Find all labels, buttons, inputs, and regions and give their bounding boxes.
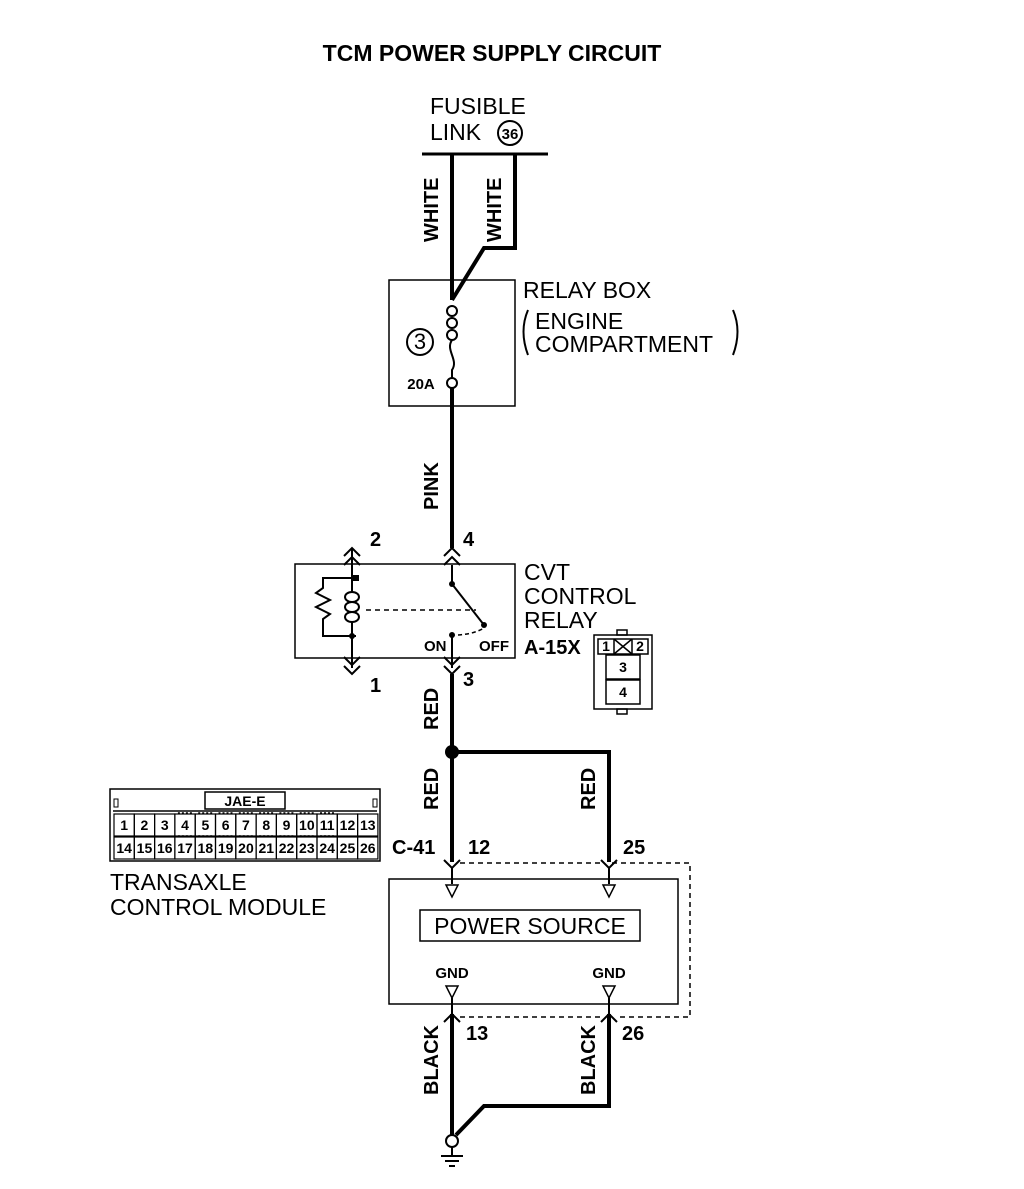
- cvt-relay-label-line2: CONTROL: [524, 583, 637, 609]
- tcm-connector-cell-3: 3: [161, 817, 169, 833]
- tcm-connector-cell-box: [357, 813, 379, 837]
- pin-arrow-3: [443, 656, 461, 667]
- wire-label-pink: PINK: [421, 462, 443, 510]
- relay-connector-cell-2: 2: [636, 638, 644, 654]
- tcm-dashed-connector: [612, 862, 691, 1018]
- diagram-title: TCM POWER SUPPLY CIRCUIT: [323, 40, 662, 66]
- tcm-connector-cell-24: 24: [319, 840, 335, 856]
- relay-box-label-line1: RELAY BOX: [523, 277, 651, 303]
- tcm-connector-cell-15: 15: [137, 840, 153, 856]
- tcm-connector-cell-9: 9: [283, 817, 291, 833]
- relay-box-label-line3: COMPARTMENT: [535, 331, 713, 357]
- cvt-relay-outline: [294, 563, 516, 659]
- wire-label-black-left: BLACK: [421, 1024, 443, 1095]
- wire-label-white-right: WHITE: [484, 178, 506, 242]
- cvt-relay-label-line3: RELAY: [524, 607, 598, 633]
- pin-arrow-1: [343, 656, 361, 667]
- pin-label-25: 25: [623, 837, 645, 859]
- paren-left: [522, 309, 529, 356]
- tcm-connector-cell-21: 21: [258, 840, 274, 856]
- tcm-gnd-marker-left: [444, 985, 460, 1000]
- tcm-connector-cell-16: 16: [157, 840, 173, 856]
- tcm-connector-cell-7: 7: [242, 817, 250, 833]
- wire-label-white-left: WHITE: [421, 178, 443, 242]
- relay-box-label-line2: ENGINE: [535, 308, 623, 334]
- red-wire-right: [452, 750, 611, 862]
- pin-label-2: 2: [370, 529, 381, 551]
- cvt-relay-connector-id: A-15X: [524, 637, 581, 659]
- paren-right: [732, 309, 739, 356]
- pin-label-3: 3: [463, 669, 474, 691]
- relay-resistor: [313, 577, 356, 637]
- pin-arrow-4: [443, 546, 461, 557]
- white-wire-right: [450, 154, 517, 302]
- tcm-connector-cell-17: 17: [177, 840, 193, 856]
- pin-label-4: 4: [463, 529, 475, 551]
- tcm-connector-cell-1: 1: [120, 817, 128, 833]
- tcm-connector-cell-19: 19: [218, 840, 234, 856]
- tcm-connector-cell-13: 13: [360, 817, 376, 833]
- switch-off-label: OFF: [479, 638, 509, 655]
- gnd-label-right: GND: [592, 965, 626, 982]
- fusible-link-number-circle: [497, 120, 523, 146]
- fuse-element: [449, 339, 455, 378]
- fuse-terminal-bottom: [446, 377, 458, 389]
- black-wire-right: [454, 1014, 611, 1137]
- power-source-box: [419, 909, 641, 942]
- tcm-connector-cell-14: 14: [116, 840, 132, 856]
- fusible-link-label-line1: FUSIBLE: [430, 93, 526, 119]
- switch-on-label: ON: [424, 638, 447, 655]
- fusible-link-number: 36: [502, 126, 519, 143]
- tcm-connector-cell-box: [357, 836, 379, 860]
- tcm-connector-cell-8: 8: [262, 817, 270, 833]
- tcm-connector-cell-20: 20: [238, 840, 254, 856]
- fuse-rating: 20A: [407, 376, 435, 393]
- tcm-connector-type: JAE-E: [224, 793, 265, 809]
- wire-label-red-left: RED: [421, 768, 443, 810]
- tcm-connector-cell-25: 25: [340, 840, 356, 856]
- relay-connector-cell-4: 4: [619, 684, 627, 700]
- wire-label-red-right: RED: [578, 768, 600, 810]
- pin-label-26: 26: [622, 1023, 644, 1045]
- tcm-outline: [388, 878, 679, 1005]
- tcm-label-line2: CONTROL MODULE: [110, 894, 326, 920]
- tcm-label-line1: TRANSAXLE: [110, 869, 247, 895]
- tcm-connector-cell-26: 26: [360, 840, 376, 856]
- tcm-gnd-marker-right: [601, 985, 617, 1000]
- tcm-connector-cell-18: 18: [198, 840, 214, 856]
- power-source-label: POWER SOURCE: [434, 913, 626, 939]
- fusible-link-label-line2: LINK: [430, 119, 482, 145]
- tcm-connector-cell-10: 10: [299, 817, 315, 833]
- relay-connector-cell-3: 3: [619, 659, 627, 675]
- fuse-terminal-top: [446, 305, 458, 317]
- tcm-connector-id: C-41: [392, 837, 435, 859]
- gnd-label-left: GND: [435, 965, 469, 982]
- tcm-connector-cell-12: 12: [340, 817, 356, 833]
- tcm-input-marker-right: [601, 884, 617, 899]
- wire-label-red-top: RED: [421, 688, 443, 730]
- fuse-number-circle: [406, 328, 434, 356]
- pin-label-13: 13: [466, 1023, 488, 1045]
- pin-label-1: 1: [370, 675, 381, 697]
- tcm-connector-cell-22: 22: [279, 840, 295, 856]
- cvt-relay-label-line1: CVT: [524, 559, 570, 585]
- tcm-connector-cell-23: 23: [299, 840, 315, 856]
- relay-coil: [344, 591, 360, 603]
- relay-connector-cell-1: 1: [602, 638, 610, 654]
- tcm-connector-cell-6: 6: [222, 817, 230, 833]
- tcm-connector-cell-4: 4: [181, 817, 189, 833]
- wire-label-black-right: BLACK: [578, 1024, 600, 1095]
- tcm-input-marker-left: [444, 884, 460, 899]
- relay-switch-blade: [451, 583, 485, 626]
- tcm-connector-cell-2: 2: [141, 817, 149, 833]
- tcm-connector-cell-5: 5: [201, 817, 209, 833]
- fuse-number: 3: [414, 329, 426, 354]
- pin-label-12: 12: [468, 837, 490, 859]
- ground-terminal: [445, 1134, 459, 1148]
- tcm-connector-cell-11: 11: [320, 817, 335, 833]
